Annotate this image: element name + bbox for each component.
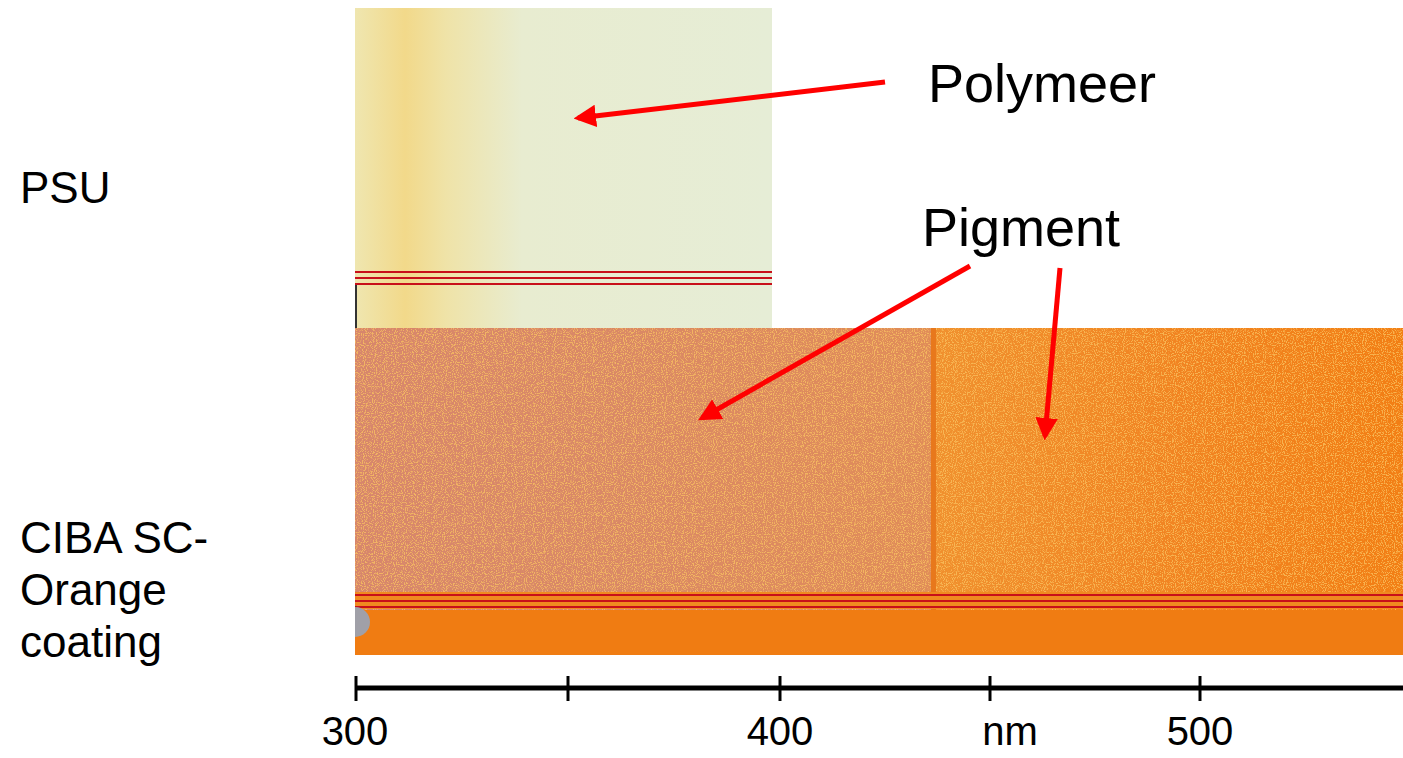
- annotation-label: Polymeer: [928, 52, 1228, 114]
- annotation-label: Pigment: [922, 196, 1222, 258]
- axis-line: [355, 686, 1403, 691]
- axis-tick-label: 300: [295, 708, 415, 754]
- psu-image: [355, 8, 772, 328]
- sample-label: CIBA SC-Orange coating: [20, 512, 220, 668]
- leader-arrow: [1045, 268, 1060, 436]
- red-line: [355, 606, 1403, 608]
- axis-tick: [1199, 676, 1202, 701]
- red-line: [355, 600, 1403, 602]
- axis-tick-label: 500: [1140, 708, 1260, 754]
- sample-label: PSU: [20, 163, 220, 214]
- axis-tick: [355, 676, 358, 701]
- red-line: [355, 271, 772, 273]
- red-line: [355, 594, 1403, 596]
- axis-unit-label: nm: [950, 708, 1070, 754]
- leader-arrow: [578, 82, 885, 118]
- red-line: [355, 283, 772, 285]
- axis-tick: [779, 676, 782, 701]
- line-band: [355, 592, 1403, 609]
- bottom-band: [355, 610, 1403, 655]
- axis-tick: [989, 676, 992, 701]
- axis-tick: [567, 676, 570, 701]
- leader-arrow: [702, 266, 970, 418]
- boundary-line: [931, 328, 936, 610]
- axis-tick-label: 400: [720, 708, 840, 754]
- edge-mark: [355, 285, 357, 328]
- red-line: [355, 277, 772, 279]
- speckle-texture: [355, 328, 1403, 610]
- grey-spot: [355, 607, 370, 637]
